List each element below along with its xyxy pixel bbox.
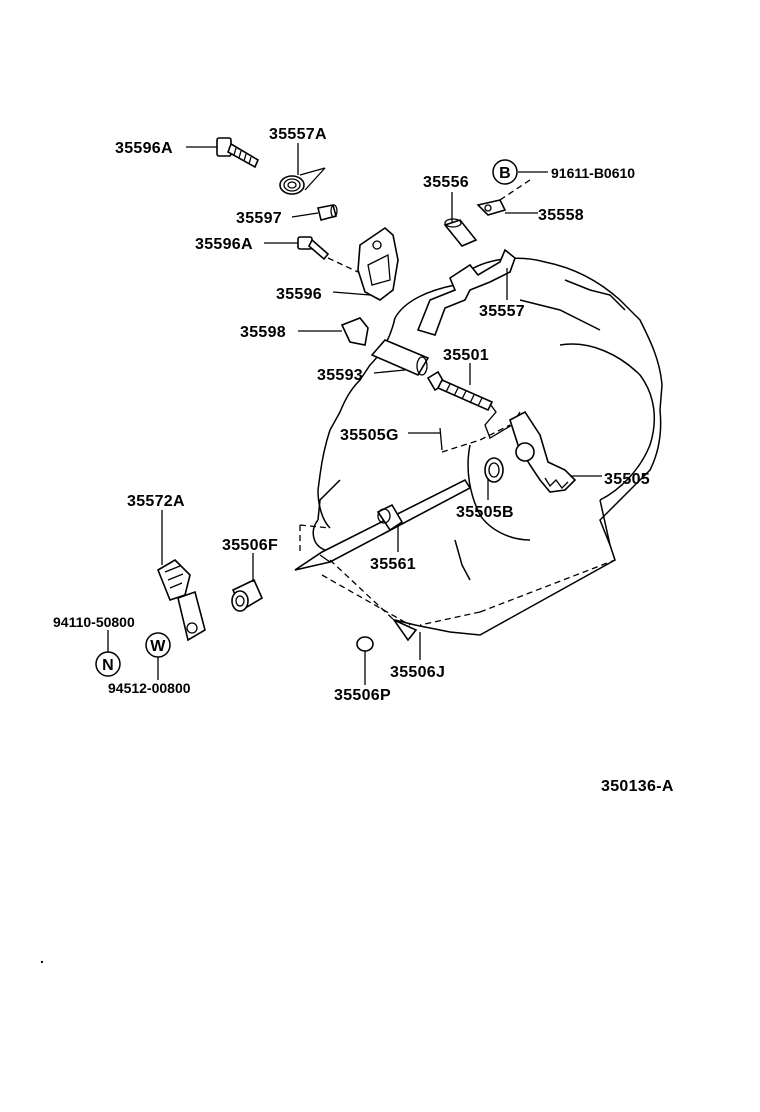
bushing-35505B	[484, 457, 504, 483]
ring-35506P	[356, 636, 374, 652]
symbol-w-circle: W	[145, 632, 171, 658]
diagram-reference-number: 350136-A	[601, 778, 674, 795]
pin-35597	[317, 204, 338, 221]
rod-35501	[426, 370, 521, 439]
label-35557: 35557	[479, 303, 525, 320]
label-35557A: 35557A	[269, 126, 327, 143]
symbol-n-circle: N	[95, 651, 121, 677]
label-35505B: 35505B	[456, 504, 514, 521]
label-35506P: 35506P	[334, 687, 391, 704]
symbol-b-circle: B	[492, 159, 518, 185]
label-35597: 35597	[236, 210, 282, 227]
label-35598: 35598	[240, 324, 286, 341]
sector-35505	[509, 410, 577, 493]
label-35596A-mid: 35596A	[195, 236, 253, 253]
clip-35506J	[391, 618, 418, 642]
pin-35556	[443, 218, 478, 247]
label-35501: 35501	[443, 347, 489, 364]
symbol-w-letter: W	[150, 638, 166, 655]
lever-35557	[416, 248, 516, 336]
label-91611-B0610: 91611-B0610	[551, 165, 635, 181]
label-35596A-top: 35596A	[115, 140, 173, 157]
label-94110-50800: 94110-50800	[53, 614, 135, 630]
label-35505: 35505	[604, 471, 650, 488]
label-35561: 35561	[370, 556, 416, 573]
label-35572A: 35572A	[127, 493, 185, 510]
sleeve-35593	[370, 339, 430, 377]
bolt-35596A-top	[216, 137, 260, 169]
label-35506J: 35506J	[390, 664, 445, 681]
clip-35598	[340, 317, 369, 346]
pin-35505G	[439, 427, 443, 451]
label-35556: 35556	[423, 174, 469, 191]
label-35558: 35558	[538, 207, 584, 224]
leader-lines	[107, 143, 602, 685]
lever-35572A	[157, 558, 206, 642]
label-94512-00800: 94512-00800	[108, 680, 191, 696]
symbol-b-letter: B	[499, 165, 511, 182]
label-35596: 35596	[276, 286, 322, 303]
label-35505G: 35505G	[340, 427, 399, 444]
bushing-35506F	[231, 578, 264, 612]
label-35506F: 35506F	[222, 537, 278, 554]
bracket-35596	[357, 226, 399, 301]
footer-dot: .	[40, 950, 44, 966]
bolt-35596A-mid	[297, 236, 330, 261]
spring-35557A	[279, 167, 326, 195]
label-35593: 35593	[317, 367, 363, 384]
symbol-n-letter: N	[102, 657, 114, 674]
shaft-35561	[294, 478, 472, 571]
clip-35558	[476, 199, 507, 216]
